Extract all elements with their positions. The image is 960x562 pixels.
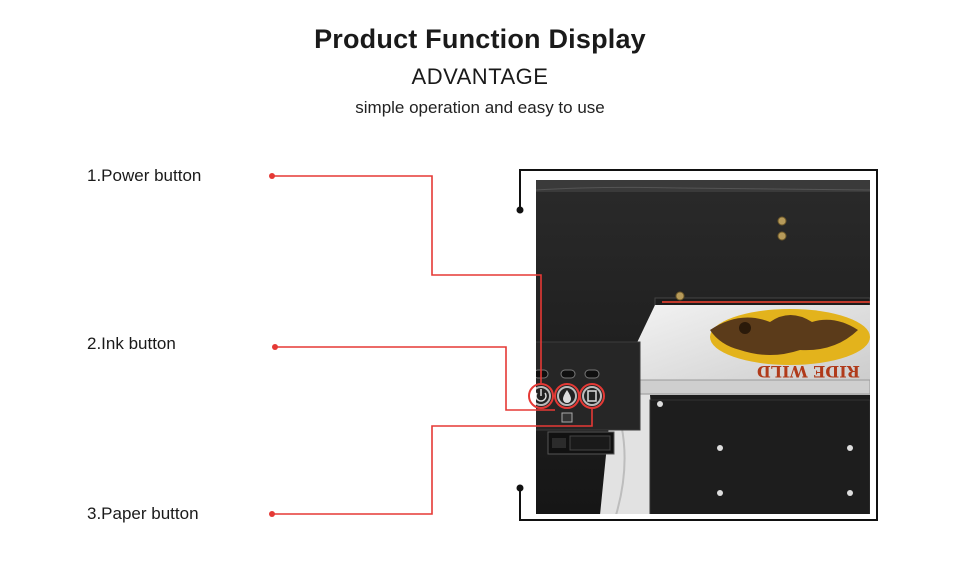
callout-power <box>269 173 554 409</box>
screw-icon <box>777 216 787 226</box>
page-title: Product Function Display <box>314 24 646 54</box>
tagline: simple operation and easy to use <box>355 98 605 117</box>
rivet-icon <box>847 490 853 496</box>
frame-dot-bottom <box>516 484 524 492</box>
rivet-icon <box>717 490 723 496</box>
print-text: RIDE WILD <box>757 362 860 381</box>
power-button-label: 1.Power button <box>87 166 202 185</box>
callout-paper <box>269 383 605 517</box>
ink-button-label: 2.Ink button <box>87 334 176 353</box>
power-icon[interactable] <box>532 386 551 406</box>
printer-photo: RIDE WILD <box>532 180 870 514</box>
frame-dot-top <box>516 206 524 214</box>
section-subtitle: ADVANTAGE <box>411 64 549 89</box>
screw-icon <box>777 231 787 241</box>
ink-drop-icon[interactable] <box>557 386 577 406</box>
printed-graphic: RIDE WILD <box>710 309 870 381</box>
indicator-light-icon <box>584 369 600 379</box>
rivet-icon <box>847 445 853 451</box>
screw-icon <box>675 291 685 301</box>
control-panel <box>532 341 641 455</box>
rivet-icon <box>657 401 663 407</box>
paper-button-label: 3.Paper button <box>87 504 199 523</box>
indicator-light-icon <box>560 369 576 379</box>
callout-ink <box>272 344 580 411</box>
rivet-icon <box>717 445 723 451</box>
photo-frame <box>516 169 878 521</box>
display-panel <box>547 431 615 455</box>
indicator-light-icon <box>536 369 549 379</box>
usb-port-icon <box>561 412 573 423</box>
paper-icon[interactable] <box>582 386 602 406</box>
